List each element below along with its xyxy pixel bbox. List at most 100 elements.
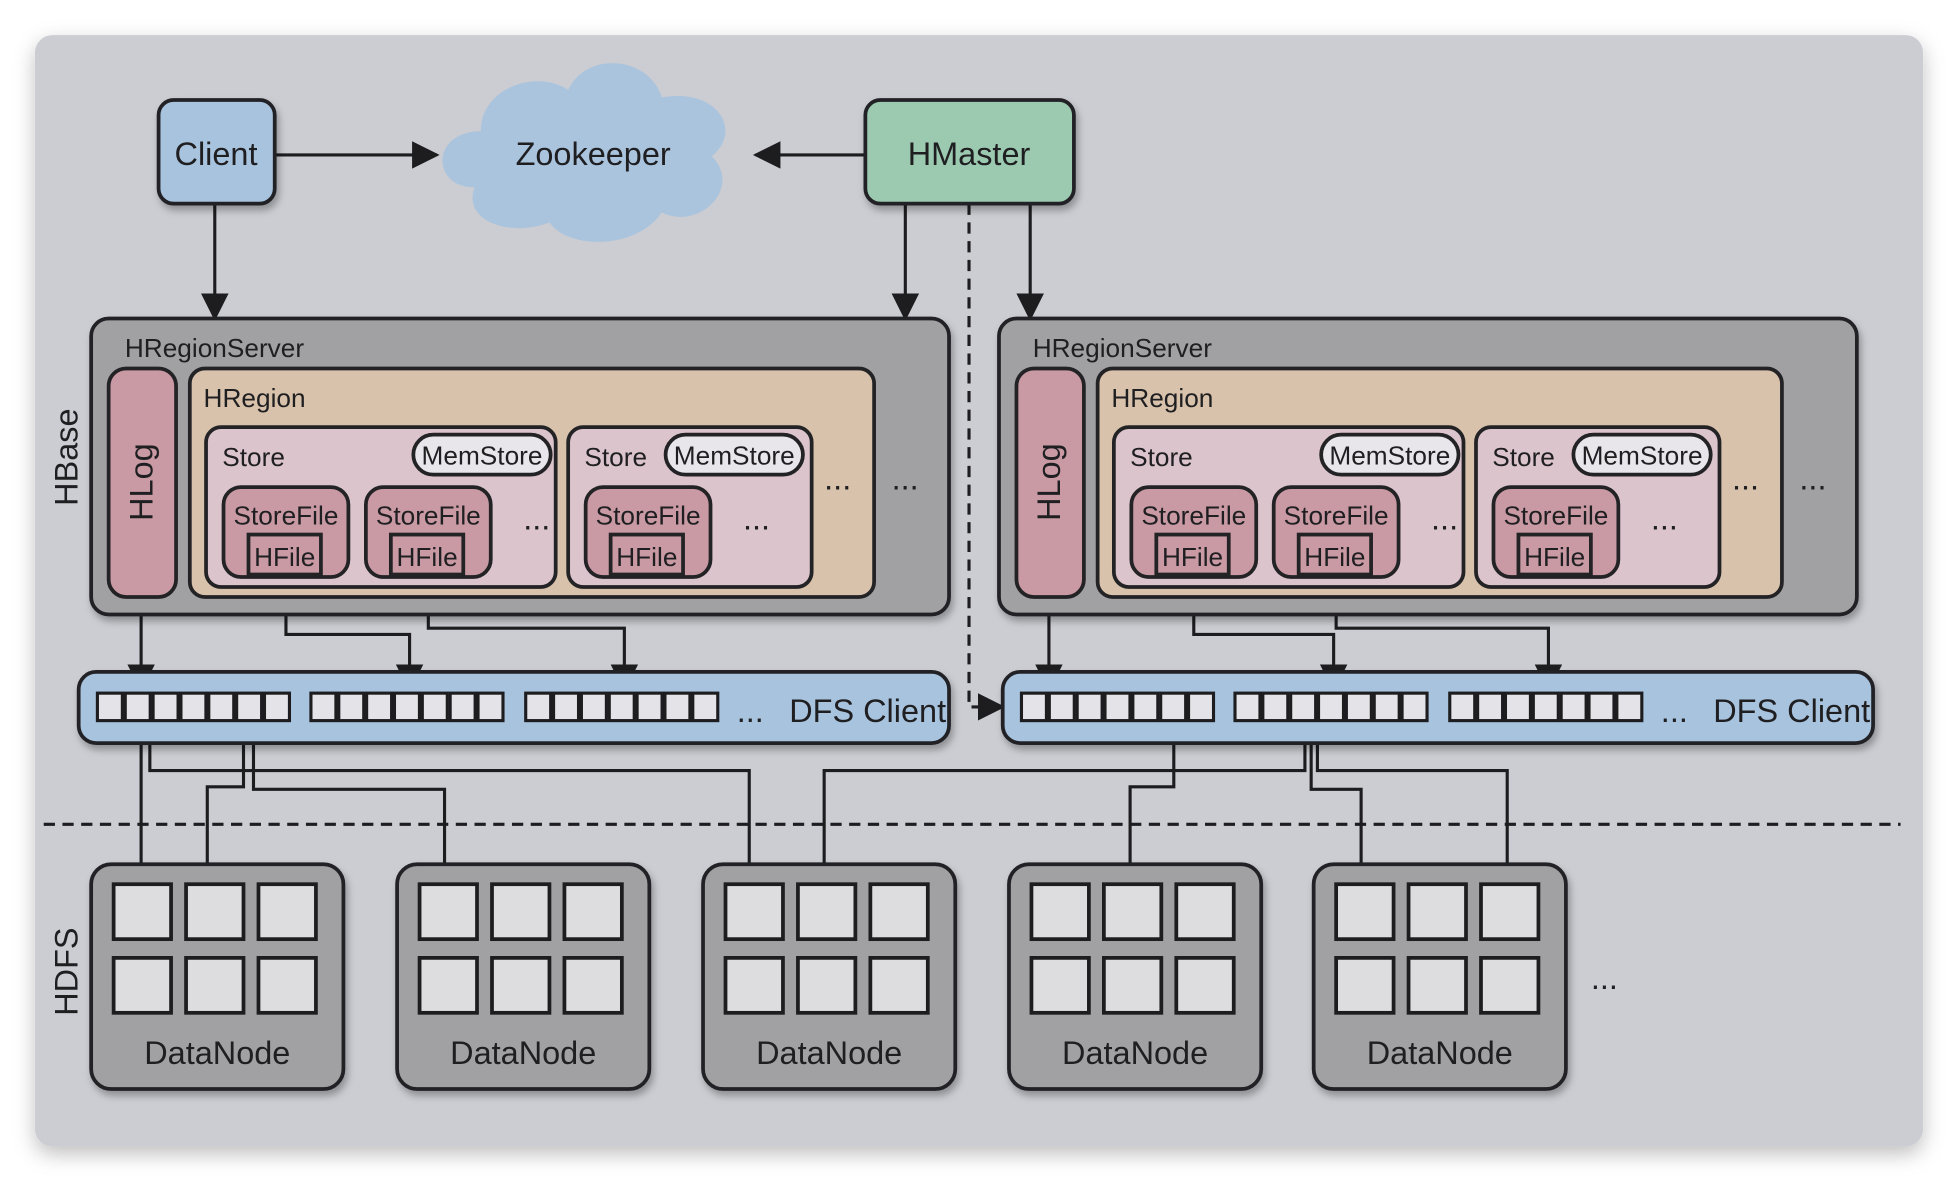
datanode-block xyxy=(1479,882,1541,942)
more-storefiles-dots: ... xyxy=(1431,501,1458,537)
dfs-block-cell xyxy=(309,691,338,723)
datanode-block xyxy=(1174,956,1236,1015)
dfs-block-cell xyxy=(1344,691,1373,723)
datanode-block xyxy=(796,882,858,942)
hfile-box xyxy=(1516,532,1593,577)
store-label: Store xyxy=(222,442,285,472)
hfile-label: HFile xyxy=(1304,542,1365,572)
more-datanodes-dots: ... xyxy=(1591,960,1618,996)
more-regions-dots: ... xyxy=(1799,461,1826,497)
datanode-label: DataNode xyxy=(144,1035,290,1071)
dfs-to-datanode-arrow xyxy=(1116,721,1176,937)
dfs-client-label: DFS Client xyxy=(1713,693,1870,729)
memstore-pill xyxy=(411,432,553,477)
datanode-block xyxy=(1334,882,1396,942)
datanode-block xyxy=(796,956,858,1015)
more-stores-dots: ... xyxy=(824,461,851,497)
hfile-label: HFile xyxy=(1524,542,1585,572)
hfile-label: HFile xyxy=(616,542,677,572)
datanode-block xyxy=(868,956,930,1015)
dfs-block-cell xyxy=(448,691,477,723)
dfs-client-bar xyxy=(1000,670,1875,745)
hregionserver-label: HRegionServer xyxy=(1033,333,1213,363)
datanode-label: DataNode xyxy=(756,1035,902,1071)
datanode-block xyxy=(490,882,552,942)
memstore-label: MemStore xyxy=(1329,441,1450,471)
dfs-block-cell xyxy=(179,691,208,723)
hlog-box xyxy=(106,366,178,599)
dfs-block-cell xyxy=(1289,691,1318,723)
dfs-block-cell xyxy=(365,691,394,723)
hfile-box xyxy=(246,532,323,577)
storefile-label: StoreFile xyxy=(1503,501,1608,531)
storefile-label: StoreFile xyxy=(1284,501,1389,531)
hmaster-to-dfs-dashed-arrow xyxy=(967,203,1006,721)
dfs-block-cell xyxy=(420,691,449,723)
dfs-block-cell xyxy=(1372,691,1401,723)
hdfs-label: HDFS xyxy=(48,927,84,1015)
dfs-block-cell xyxy=(235,691,264,723)
datanode-label: DataNode xyxy=(1367,1035,1513,1071)
dfs-more-dots: ... xyxy=(1661,693,1688,729)
dfs-block-cell xyxy=(1233,691,1262,723)
zookeeper-label: Zookeeper xyxy=(516,136,671,172)
dfs-block-cell xyxy=(635,691,664,723)
datanode-block xyxy=(111,956,173,1015)
storefile-label: StoreFile xyxy=(233,501,338,531)
datanode-block xyxy=(1479,956,1541,1015)
dfs-block-cell xyxy=(524,691,553,723)
hfile-box xyxy=(388,532,466,577)
dfs-block-cell xyxy=(691,691,720,723)
storefile-label: StoreFile xyxy=(376,501,481,531)
dfs-block-cell xyxy=(1261,691,1290,723)
datanode-block xyxy=(111,882,173,942)
store-label: Store xyxy=(1492,442,1555,472)
dfs-block-cell xyxy=(392,691,422,723)
hbase-label: HBase xyxy=(48,408,84,505)
client-label: Client xyxy=(175,136,258,172)
memstore-pill xyxy=(663,432,805,477)
dfs-more-dots: ... xyxy=(737,693,764,729)
dfs-block-cell xyxy=(1587,691,1616,723)
datanode-block xyxy=(1406,882,1468,942)
datanode-block xyxy=(868,882,930,942)
datanode-block xyxy=(1406,956,1468,1015)
memstore-label: MemStore xyxy=(674,441,795,471)
hfile-box xyxy=(608,532,685,577)
memstore-label: MemStore xyxy=(1582,441,1703,471)
datanode-block xyxy=(723,882,785,942)
dfs-block-cell xyxy=(579,691,608,723)
dfs-block-cell xyxy=(151,691,180,723)
dfs-block-cell xyxy=(1531,691,1560,723)
hlog-box xyxy=(1014,366,1086,599)
memstore-pill xyxy=(1571,432,1713,477)
store-label: Store xyxy=(584,442,647,472)
dfs-block-cell xyxy=(1019,691,1048,723)
store-label: Store xyxy=(1130,442,1193,472)
storefile-label: StoreFile xyxy=(1141,501,1246,531)
more-storefiles-dots: ... xyxy=(743,501,770,537)
more-regions-dots: ... xyxy=(892,461,919,497)
hregion-label: HRegion xyxy=(204,383,306,413)
hfile-box xyxy=(1296,532,1373,577)
dfs-block-cell xyxy=(207,691,236,723)
datanode-block xyxy=(562,882,624,942)
dfs-block-cell xyxy=(262,691,292,723)
dfs-block-cell xyxy=(1075,691,1104,723)
datanode-block xyxy=(1101,956,1164,1015)
dfs-block-cell xyxy=(1615,691,1644,723)
datanode-block xyxy=(417,882,479,942)
dfs-block-cell xyxy=(1131,691,1160,723)
datanode-block xyxy=(256,882,318,942)
dfs-block-cell xyxy=(1186,691,1216,723)
datanode-block xyxy=(184,882,246,942)
dfs-client-bar xyxy=(76,670,951,745)
dfs-client-label: DFS Client xyxy=(789,693,946,729)
dfs-block-cell xyxy=(123,691,152,723)
more-storefiles-dots: ... xyxy=(1651,501,1678,537)
dfs-block-cell xyxy=(337,691,366,723)
hlog-label: HLog xyxy=(1031,443,1067,521)
hmaster-label: HMaster xyxy=(908,136,1031,172)
